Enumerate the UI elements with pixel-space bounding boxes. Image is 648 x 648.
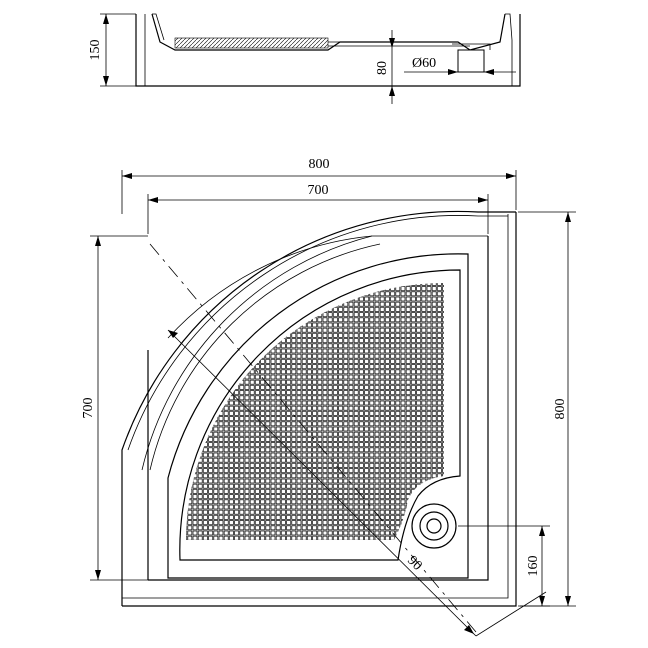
dim-inner-height-label: 700 bbox=[81, 398, 96, 419]
dim-drain-offset-label: 160 bbox=[526, 556, 541, 577]
tray-base-section bbox=[174, 37, 329, 49]
dim-drain-depth-label: 80 bbox=[375, 61, 390, 75]
drain-pipe bbox=[457, 49, 485, 73]
drain-center bbox=[426, 518, 442, 534]
dim-outer-width-label: 800 bbox=[309, 157, 330, 172]
anti-slip-grid bbox=[186, 283, 444, 540]
plan-view: 800 700 800 700 160 90 bbox=[81, 157, 576, 637]
dim-radius-label: 90 bbox=[404, 553, 425, 574]
dim-height-total-label: 150 bbox=[88, 40, 103, 61]
dim-drain-diameter-label: Ø60 bbox=[412, 56, 436, 71]
side-view: 150 80 Ø60 bbox=[88, 13, 521, 104]
dim-outer-height-label: 800 bbox=[553, 399, 568, 420]
dim-inner-width-label: 700 bbox=[308, 183, 329, 198]
